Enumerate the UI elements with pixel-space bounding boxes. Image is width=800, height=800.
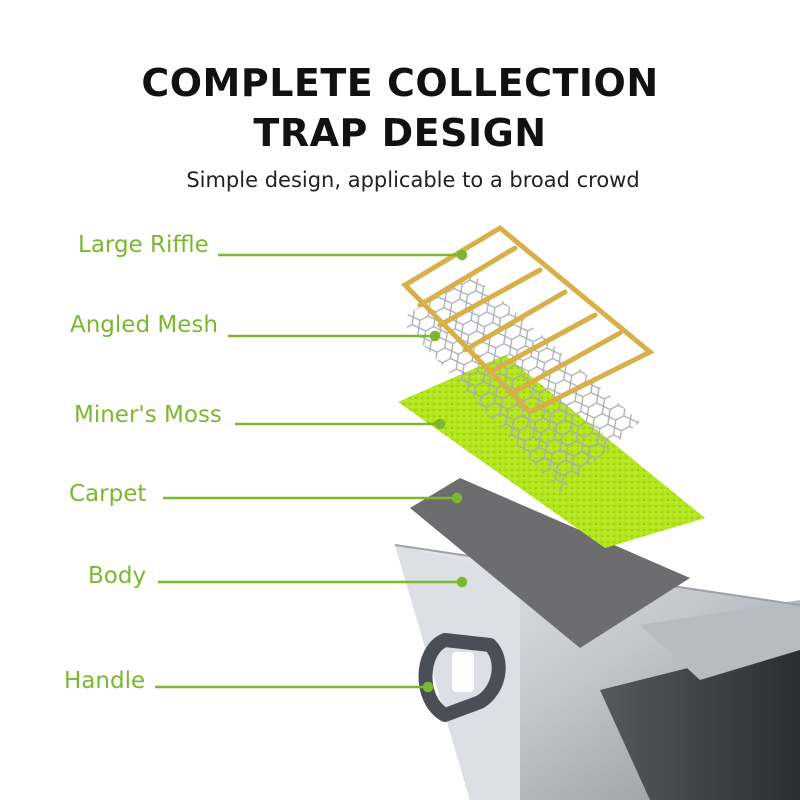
angled-mesh-layer	[400, 272, 640, 492]
label-angled-mesh: Angled Mesh	[70, 312, 218, 338]
label-body: Body	[88, 563, 147, 589]
carpet-layer	[410, 478, 690, 648]
label-carpet: Carpet	[69, 481, 147, 507]
title-line-1: COMPLETE COLLECTION	[141, 61, 659, 105]
label-handle: Handle	[64, 668, 146, 694]
subtitle: Simple design, applicable to a broad cro…	[186, 168, 640, 192]
title-line-2: TRAP DESIGN	[253, 111, 547, 155]
label-miners-moss: Miner's Moss	[74, 402, 222, 428]
leader-lines	[155, 249, 468, 693]
large-riffle-part	[400, 224, 655, 416]
label-large-riffle: Large Riffle	[78, 232, 209, 258]
page-title: COMPLETE COLLECTION TRAP DESIGN	[0, 58, 800, 158]
handle-part	[418, 633, 506, 722]
